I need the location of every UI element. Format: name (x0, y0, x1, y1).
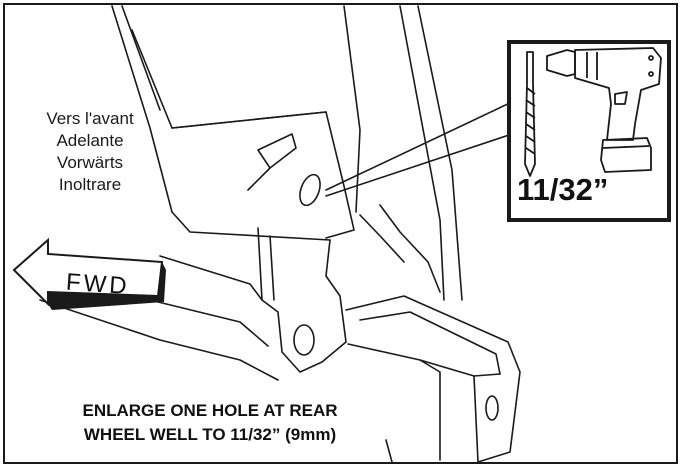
body-panel-edge (111, 5, 331, 241)
drill-icon (524, 47, 662, 177)
body-panel-line (121, 5, 161, 111)
callout-line-top (325, 101, 513, 191)
bracket-hole (299, 173, 321, 207)
label-german: Vorwärts (56, 153, 124, 172)
instruction-caption: ENLARGE ONE HOLE AT REAR WHEEL WELL TO 1… (20, 399, 400, 447)
receiver-tube-mid (347, 343, 501, 377)
receiver-lower (385, 439, 393, 463)
drill-size-label: 11/32” (517, 172, 609, 207)
receiver-hole (485, 395, 499, 421)
forward-arrow-label: FWD (65, 269, 130, 300)
drill-chuck (546, 49, 576, 77)
bracket-detail-line (247, 167, 271, 191)
receiver-tube-edge (473, 375, 479, 463)
receiver-tube-top (359, 311, 501, 375)
hitch-arm-edge (269, 235, 275, 301)
drill-housing (574, 47, 662, 141)
wheel-well-inner (359, 214, 405, 263)
drill-ribs (586, 52, 598, 80)
frame-rail-lower (39, 299, 279, 381)
wheel-well-curve (379, 204, 441, 293)
direction-labels: Vers l'avant Adelante Vorwärts Inoltrare (20, 108, 160, 196)
caption-line-1: ENLARGE ONE HOLE AT REAR (82, 401, 338, 420)
receiver-tube-front (419, 359, 441, 461)
forward-arrow-icon (12, 237, 166, 310)
body-panel-top (131, 29, 327, 129)
pillar-left-edge (343, 5, 361, 213)
drill-inset: 11/32” (507, 40, 671, 222)
drill-trigger (614, 91, 628, 105)
drill-battery (600, 137, 652, 173)
callout-line-bottom (325, 133, 513, 197)
pillar-mid-edge (399, 5, 445, 301)
frame-rail-bottom (149, 299, 269, 347)
label-spanish: Adelante (56, 131, 124, 150)
pillar-right-edge (417, 5, 463, 301)
label-french: Vers l'avant (46, 109, 134, 128)
label-italian: Inoltrare (58, 175, 122, 194)
bracket-outline (171, 111, 355, 239)
drill-bit-icon (524, 51, 536, 177)
hitch-arm (257, 227, 347, 373)
caption-line-2: WHEEL WELL TO 11/32” (9mm) (83, 425, 337, 444)
frame-rail-top (159, 255, 263, 301)
bracket-detail (257, 133, 297, 169)
receiver-tube-outer (345, 295, 521, 463)
hitch-arm-hole (293, 324, 315, 356)
